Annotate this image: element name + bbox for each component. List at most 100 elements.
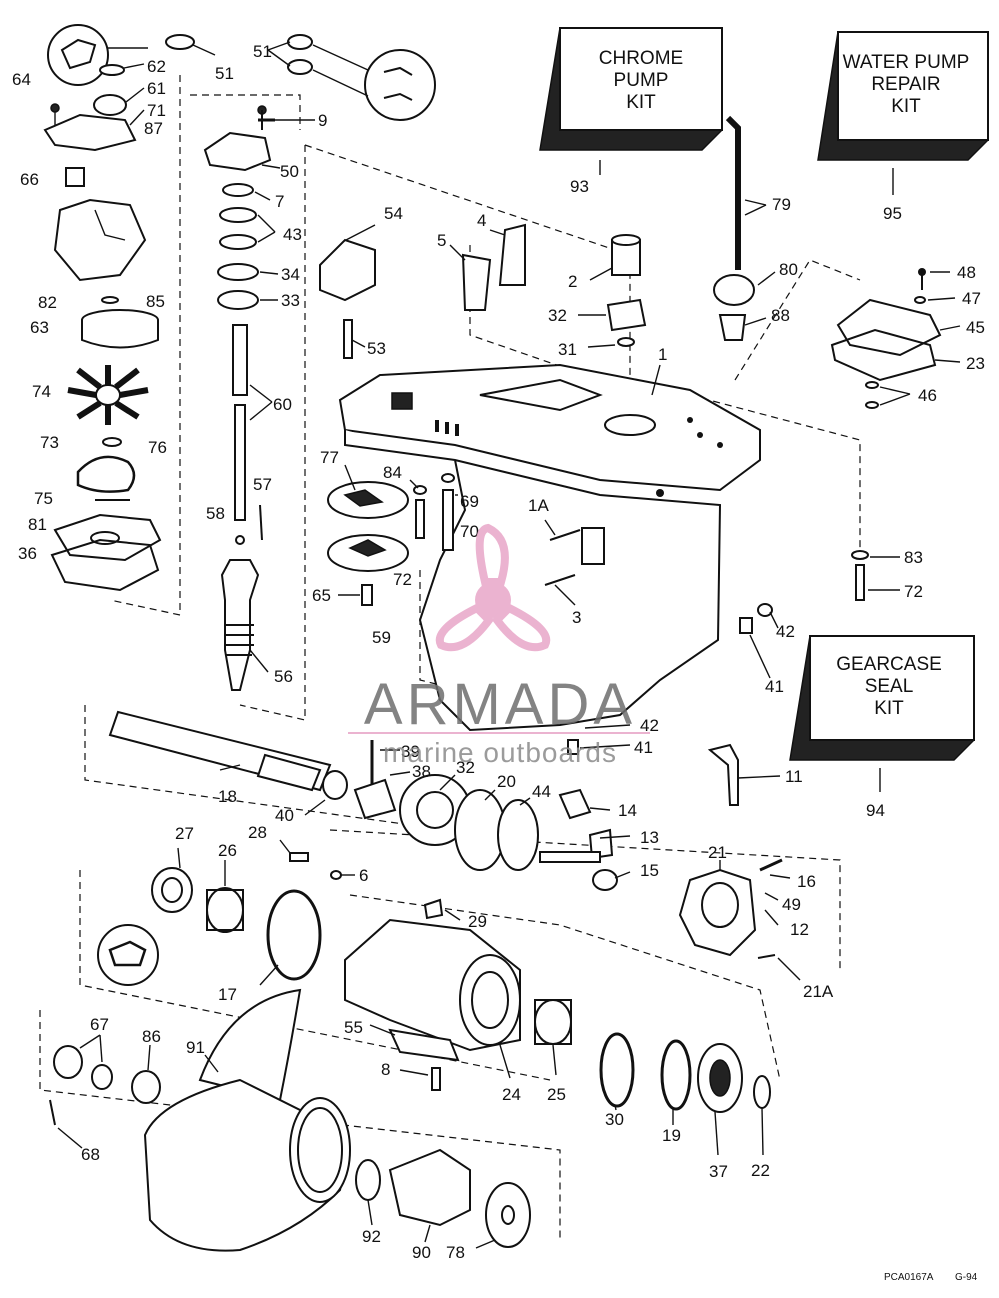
callout-23: 23 [966, 354, 985, 373]
callout-80: 80 [779, 260, 798, 279]
water-pump-kit-box: WATER PUMP REPAIR KIT [817, 31, 989, 161]
seal-tool-icon [97, 924, 159, 986]
callout-95: 95 [883, 204, 902, 223]
callout-32-lower: 32 [456, 758, 475, 777]
callout-81: 81 [28, 515, 47, 534]
gearcase-seal-kit-line3: KIT [874, 698, 904, 719]
callout-29: 29 [468, 912, 487, 931]
callout-12: 12 [790, 920, 809, 939]
propshaft-assembly [108, 710, 618, 891]
watermark-brand: ARMADA [364, 672, 636, 737]
callout-87: 87 [144, 119, 163, 138]
callout-79: 79 [772, 195, 791, 214]
callout-62: 62 [147, 57, 166, 76]
callout-76: 76 [148, 438, 167, 457]
callout-16: 16 [797, 872, 816, 891]
callout-67: 67 [90, 1015, 109, 1034]
callout-90: 90 [412, 1243, 431, 1262]
callout-74: 74 [32, 382, 51, 401]
callout-6: 6 [359, 866, 368, 885]
callout-28: 28 [248, 823, 267, 842]
gearcase-fasteners [544, 527, 869, 806]
callout-93: 93 [570, 177, 589, 196]
callout-13: 13 [640, 828, 659, 847]
callout-7: 7 [275, 192, 284, 211]
pump-housing-right [830, 268, 942, 409]
callout-75: 75 [34, 489, 53, 508]
callout-51-upper: 51 [253, 42, 272, 61]
callout-44: 44 [532, 782, 551, 801]
water-pump-kit-line3: KIT [891, 96, 921, 117]
bearing-carrier-assembly [97, 852, 771, 1113]
callout-11: 11 [785, 767, 803, 786]
callout-32-upper: 32 [548, 306, 567, 325]
callout-43: 43 [283, 225, 302, 244]
shift-plates [327, 473, 455, 606]
callout-60: 60 [273, 395, 292, 414]
callout-91: 91 [186, 1038, 205, 1057]
driveshaft-assembly [165, 34, 436, 691]
callout-66: 66 [20, 170, 39, 189]
chrome-pump-kit-line1: CHROME [599, 48, 683, 69]
callout-37: 37 [709, 1162, 728, 1181]
callout-57: 57 [253, 475, 272, 494]
callout-78: 78 [446, 1243, 465, 1262]
callout-86: 86 [142, 1027, 161, 1046]
shift-housing [678, 858, 783, 959]
callout-58: 58 [206, 504, 225, 523]
propeller-logo-icon [435, 523, 551, 652]
callout-70: 70 [460, 522, 479, 541]
callout-55: 55 [344, 1018, 363, 1037]
watermark-tagline: marine outboards [383, 737, 617, 768]
callout-68: 68 [81, 1145, 100, 1164]
gearcase-housing [319, 223, 761, 732]
callout-41-lower: 41 [634, 738, 653, 757]
water-pump-assembly [43, 24, 162, 592]
callout-31: 31 [558, 340, 577, 359]
callout-22: 22 [751, 1161, 770, 1180]
callout-labels: 64 62 61 71 87 66 82 85 63 74 76 73 75 8… [12, 42, 985, 1262]
callout-30: 30 [605, 1110, 624, 1129]
callout-15: 15 [640, 861, 659, 880]
callout-42-lower: 42 [640, 716, 659, 735]
seal-installation-icon [47, 24, 109, 86]
callout-21A: 21A [803, 982, 834, 1001]
leader-lines [57, 41, 961, 1249]
callout-94: 94 [866, 801, 885, 820]
callout-5: 5 [437, 231, 446, 250]
callout-46: 46 [918, 386, 937, 405]
callout-48: 48 [957, 263, 976, 282]
callout-65: 65 [312, 586, 331, 605]
callout-83: 83 [904, 548, 923, 567]
callout-24: 24 [502, 1085, 521, 1104]
callout-53: 53 [367, 339, 386, 358]
callout-21: 21 [708, 843, 727, 862]
gearcase-seal-kit-line2: SEAL [865, 676, 914, 697]
callout-38: 38 [412, 762, 431, 781]
gearcase-seal-kit-line1: GEARCASE [836, 654, 942, 675]
seal-orientation-icon [364, 49, 436, 121]
callout-17: 17 [218, 985, 237, 1004]
callout-54: 54 [384, 204, 403, 223]
callout-82: 82 [38, 293, 57, 312]
water-tube-assembly [713, 115, 755, 341]
callout-25: 25 [547, 1085, 566, 1104]
callout-47: 47 [962, 289, 981, 308]
propeller-assembly [49, 988, 531, 1252]
callout-64: 64 [12, 70, 31, 89]
water-pump-kit-line1: WATER PUMP [843, 52, 970, 73]
callout-73: 73 [40, 433, 59, 452]
callout-63: 63 [30, 318, 49, 337]
callout-9: 9 [318, 111, 327, 130]
callout-1: 1 [658, 345, 667, 364]
callout-20: 20 [497, 772, 516, 791]
callout-33: 33 [281, 291, 300, 310]
callout-2: 2 [568, 272, 577, 291]
chrome-pump-kit-line2: PUMP [614, 70, 669, 91]
callout-34: 34 [281, 265, 300, 284]
callout-3: 3 [572, 608, 581, 627]
callout-27: 27 [175, 824, 194, 843]
callout-77: 77 [320, 448, 339, 467]
callout-61: 61 [147, 79, 166, 98]
